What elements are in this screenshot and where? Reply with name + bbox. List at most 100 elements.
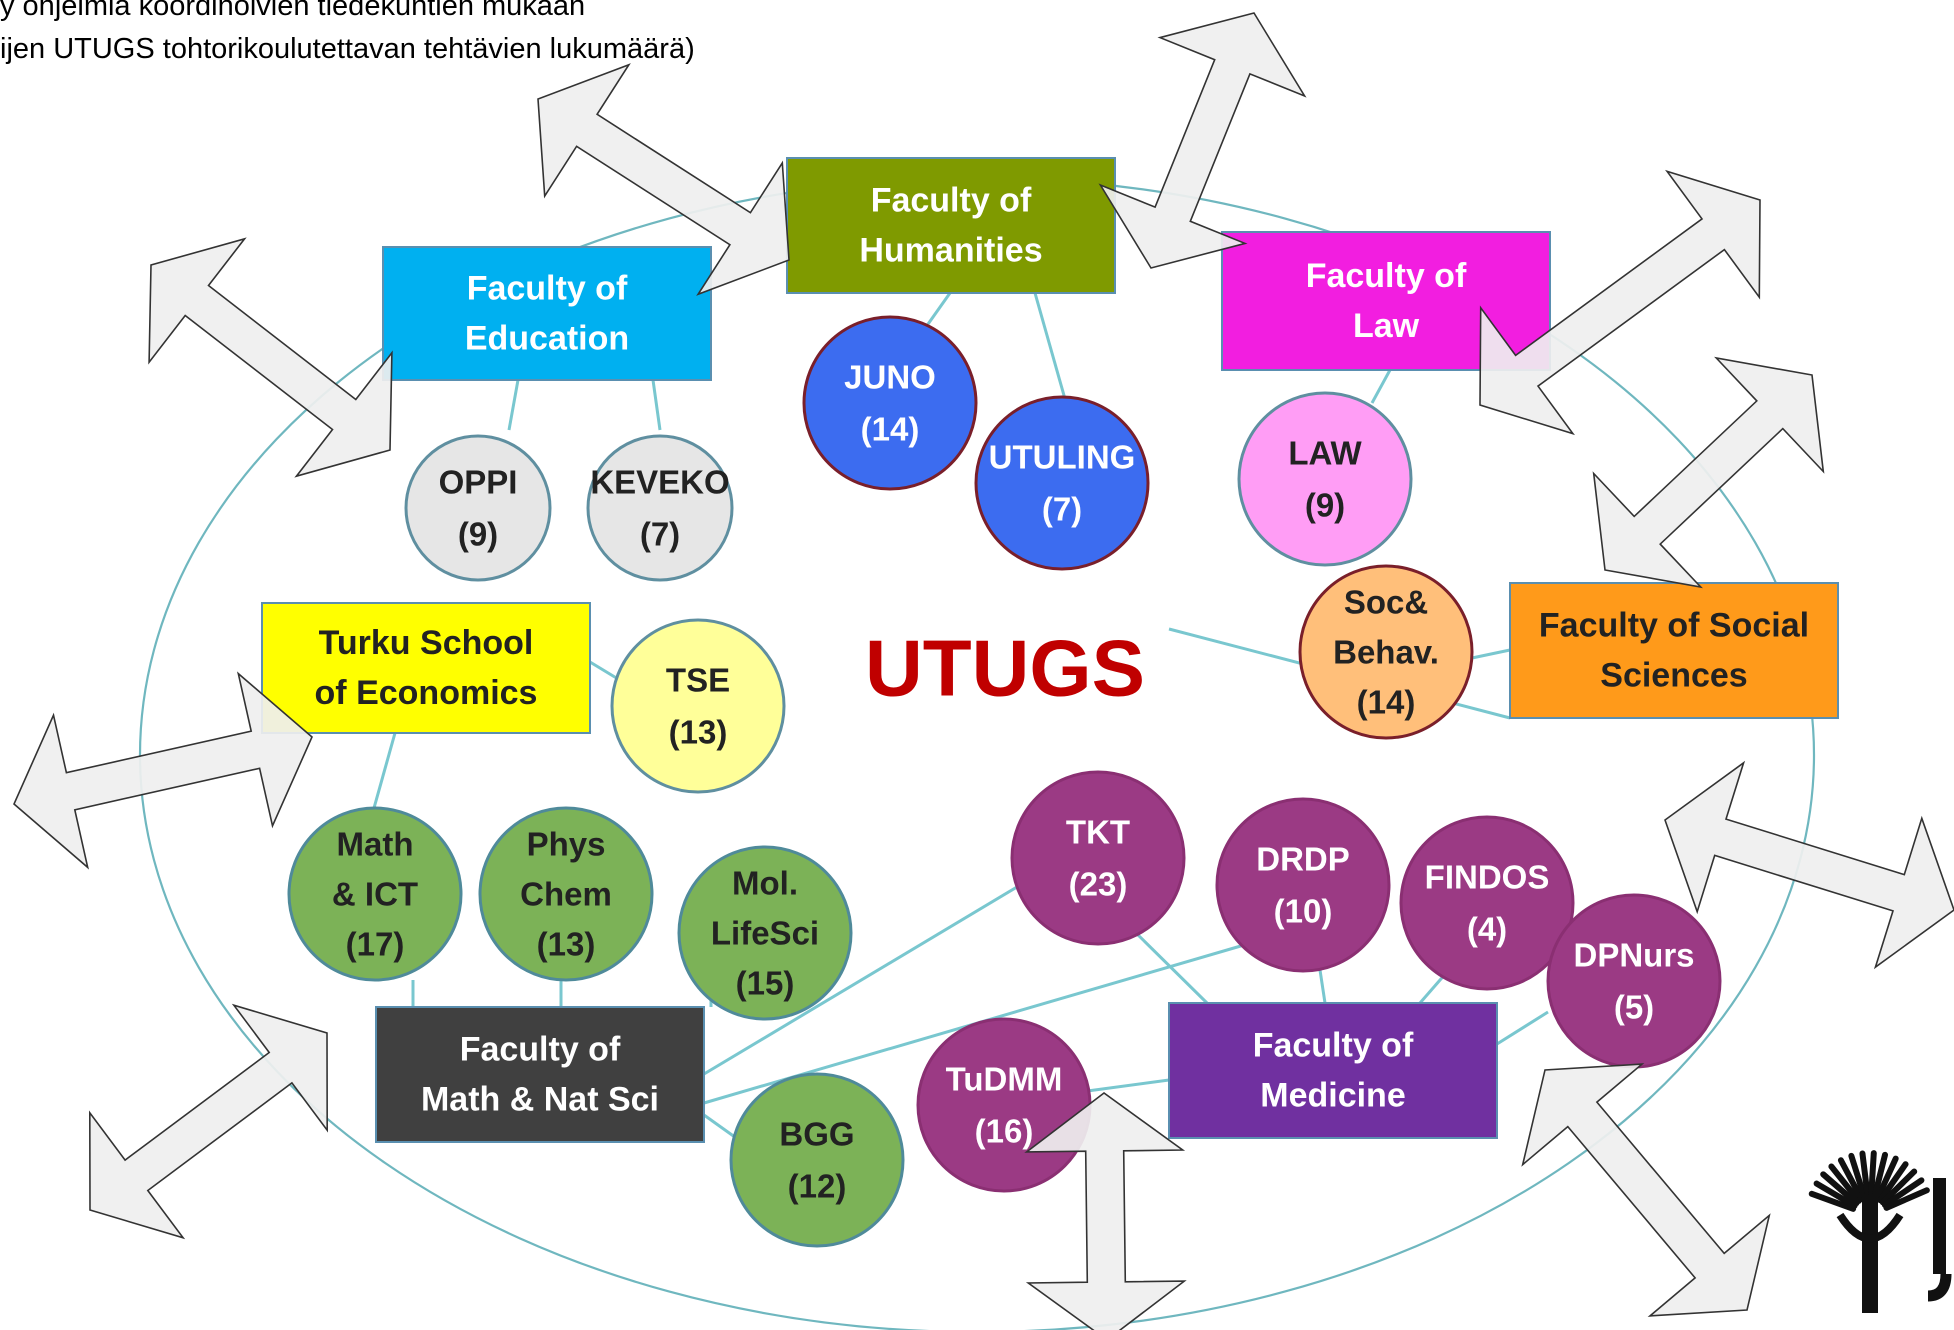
connector-line	[1033, 292, 1067, 400]
programme-keveko: KEVEKO(7)	[586, 434, 734, 582]
programme-label: TKT	[1066, 814, 1130, 851]
programme-mollifesci: Mol.LifeSci(15)	[677, 845, 853, 1021]
programme-circle	[974, 395, 1150, 571]
programme-tudmm: TuDMM (16)	[916, 1017, 1092, 1193]
programme-label: (7)	[1042, 491, 1082, 528]
programme-bgg: BGG (12)	[729, 1072, 905, 1248]
programme-circle	[1237, 391, 1413, 567]
programme-label: (9)	[458, 516, 498, 553]
programme-circle	[1399, 815, 1575, 991]
programme-circle	[478, 806, 654, 982]
double-arrow-icon	[537, 63, 790, 296]
programme-label: OPPI	[439, 464, 518, 501]
double-arrow-icon	[88, 1003, 329, 1240]
programme-findos: FINDOS (4)	[1399, 815, 1575, 991]
double-arrow-icon	[1664, 760, 1954, 970]
double-arrow-icon	[1098, 12, 1307, 269]
programme-label: (4)	[1467, 911, 1507, 948]
programme-label: DRDP	[1256, 841, 1350, 878]
programme-circle	[1546, 893, 1722, 1069]
programme-label: (5)	[1614, 989, 1654, 1026]
programme-label: (9)	[1305, 487, 1345, 524]
faculty-label: Humanities	[859, 232, 1042, 270]
programme-label: BGG	[779, 1116, 854, 1153]
programme-circle	[610, 618, 786, 794]
programme-label: UTULING	[989, 439, 1136, 476]
programme-label: & ICT	[332, 876, 418, 913]
faculty-box	[1509, 582, 1839, 719]
double-arrow-icon	[1592, 356, 1825, 589]
faculty-box	[375, 1006, 705, 1143]
programme-label: Soc&	[1344, 584, 1428, 621]
faculty-label: Faculty of Social	[1539, 607, 1809, 645]
header-line-2: ijen UTUGS tohtorikoulutettavan tehtävie…	[0, 33, 695, 65]
programme-juno: JUNO (14)	[802, 315, 978, 491]
double-arrow-icon	[1479, 169, 1761, 436]
programme-circle	[1010, 770, 1186, 946]
connector-line	[1129, 926, 1209, 1005]
programme-mathict: Math& ICT(17)	[287, 806, 463, 982]
programme-label: LifeSci	[711, 915, 819, 952]
programme-drdp: DRDP (10)	[1215, 797, 1391, 973]
connector-line	[372, 732, 397, 809]
faculty-label: Law	[1353, 307, 1420, 345]
programme-label: FINDOS	[1425, 859, 1550, 896]
double-arrow-icon	[13, 671, 313, 870]
faculty-box	[786, 157, 1116, 294]
programme-label: (10)	[1274, 893, 1333, 930]
programme-circle	[1298, 564, 1474, 740]
programme-label: (14)	[1357, 684, 1416, 721]
faculty-label: Faculty of	[460, 1031, 621, 1069]
programme-label: (13)	[669, 714, 728, 751]
university-logo-icon	[1808, 1150, 1952, 1313]
programme-utuling: UTULING (7)	[974, 395, 1150, 571]
programme-label: (16)	[975, 1113, 1034, 1150]
programme-law: LAW (9)	[1237, 391, 1413, 567]
programme-label: (23)	[1069, 866, 1128, 903]
connector-line	[1318, 969, 1327, 1004]
programme-circle	[1215, 797, 1391, 973]
programme-circle	[404, 434, 552, 582]
programme-circle	[916, 1017, 1092, 1193]
faculty-label: Math & Nat Sci	[421, 1081, 659, 1119]
connector-line	[1471, 648, 1511, 660]
programme-label: (13)	[537, 926, 596, 963]
connector-line	[1496, 1010, 1549, 1046]
programme-label: Chem	[520, 876, 612, 913]
programme-circle	[729, 1072, 905, 1248]
programme-label: (12)	[788, 1168, 847, 1205]
programme-label: (15)	[736, 965, 795, 1002]
programme-circle	[802, 315, 978, 491]
faculty-education: Faculty of Education	[382, 246, 712, 381]
faculty-box	[382, 246, 712, 381]
faculty-label: Turku School	[319, 624, 534, 662]
double-arrow-icon	[1024, 1092, 1187, 1330]
programme-label: TSE	[666, 662, 730, 699]
programme-label: (14)	[861, 411, 920, 448]
programme-label: (7)	[640, 516, 680, 553]
faculty-box	[261, 602, 591, 734]
programme-label: (17)	[346, 926, 405, 963]
faculty-label: Education	[465, 320, 629, 358]
programme-label: LAW	[1288, 435, 1362, 472]
double-arrow-icon	[148, 237, 393, 478]
double-arrow-icon	[1521, 1063, 1771, 1317]
programme-circle	[287, 806, 463, 982]
faculty-box	[1168, 1002, 1498, 1139]
faculty-label: Faculty of	[1306, 257, 1467, 295]
faculty-label: of Economics	[315, 674, 538, 712]
faculty-label: Faculty of	[1253, 1027, 1414, 1065]
faculty-label: Faculty of	[467, 270, 628, 308]
faculty-tse: Turku School of Economics	[261, 602, 591, 734]
connector-line	[651, 379, 662, 431]
header-line-1: y ohjelmia koordinoivien tiedekuntien mu…	[0, 0, 586, 22]
programme-label: JUNO	[844, 359, 936, 396]
programme-label: TuDMM	[946, 1061, 1063, 1098]
programme-oppi: OPPI (9)	[404, 434, 552, 582]
faculty-label: Sciences	[1600, 657, 1747, 695]
programme-circle	[586, 434, 734, 582]
connector-line	[1079, 1078, 1170, 1094]
